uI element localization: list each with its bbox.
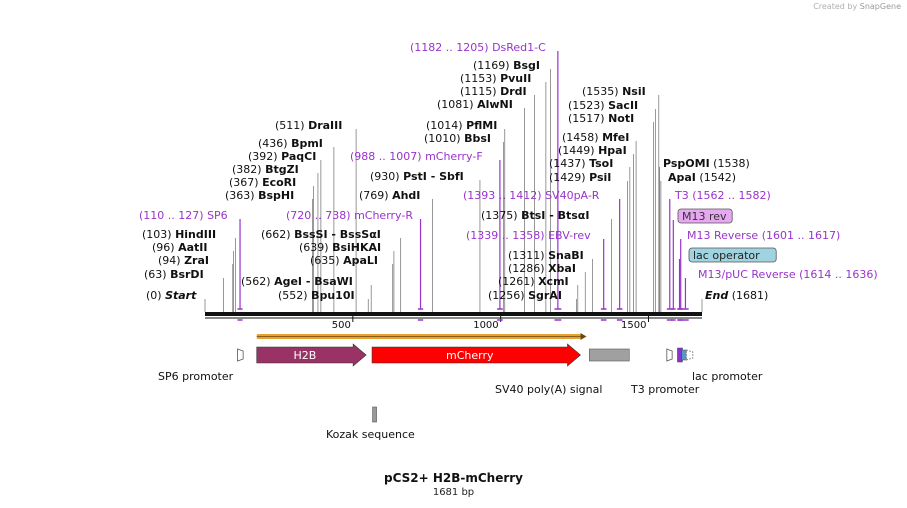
feature-mcherry: mCherry [371,343,581,367]
snapgene-credit: Created by SnapGene [813,2,901,11]
feature-caption-lac-promoter: lac promoter [692,370,763,383]
tick-label-1000: 1000 [473,320,498,331]
site-label-bsrdi: (63) BsrDI [144,268,204,281]
site-label-agei: (562) AgeI - BsaWI [241,275,353,288]
site-label-apali: (635) ApaLI [310,254,378,267]
site-label-drdi: (1115) DrdI [460,85,527,98]
plasmid-size: 1681 bp [432,487,475,498]
site-label-sgrai: (1256) SgrAI [488,289,562,302]
site-leader-lines [204,69,703,312]
orf-arrow-head [580,333,587,340]
site-label-pflmi: (1014) PflMI [426,119,497,132]
site-label-bsgi: (1169) BsgI [473,59,540,72]
site-label-bpu10i: (552) Bpu10I [278,289,355,302]
site-label-xcmi: (1261) XcmI [498,275,569,288]
end-label-start: (0) Start [146,289,197,302]
site-label-aatii: (96) AatII [152,241,207,254]
primer-label-sv40pa-r: (1393 .. 1412) SV40pA-R [463,189,600,202]
site-label-pspomi: PspOMI (1538) [663,157,750,170]
site-label-snabi: (1311) SnaBI [508,249,584,262]
primer-box-m13-rev: M13 rev [677,208,733,224]
site-label-zrai: (94) ZraI [158,254,209,267]
plasmid-name: pCS2+ H2B-mCherry [383,471,523,485]
site-label-draiii: (511) DraIII [275,119,342,132]
feature-h2b: H2B [256,343,367,367]
primer-box-bg-m13-rev [677,208,733,224]
site-label-ahdi: (769) AhdI [359,189,420,202]
site-label-noti: (1517) NotI [568,112,634,125]
site-label-tsoi: (1437) TsoI [549,157,613,170]
feature-arrow-mcherry [371,343,581,367]
site-label-hpai: (1449) HpaI [558,144,627,157]
snapgene-logo: SnapGene [859,2,901,11]
site-label-bbsi: (1010) BbsI [424,132,491,145]
site-label-bpmi: (436) BpmI [258,137,323,150]
feature-kozak-sequence [372,406,377,423]
site-labels: (63) BsrDI(94) ZraI(96) AatII(103) HindI… [139,41,878,302]
primer-label-sp6: (110 .. 127) SP6 [139,209,228,222]
feature-caption-t3-promoter: T3 promoter [630,383,700,396]
feature-caption-kozak-sequence: Kozak sequence [326,428,415,441]
feature-arrow-h2b [256,343,367,367]
lac-operator-mark-2 [681,349,687,361]
tick-label-500: 500 [332,320,351,331]
site-label-apai: ApaI (1542) [668,171,736,184]
site-label-bsihkai: (639) BsiHKAI [299,241,381,254]
site-label-mfei: (1458) MfeI [562,131,629,144]
primer-box-lac-operator: lac operator [688,247,777,263]
tick-label-1500: 1500 [621,320,646,331]
primer-label-m13-puc-reverse: M13/pUC Reverse (1614 .. 1636) [698,268,878,281]
site-label-nsii: (1535) NsiI [582,85,646,98]
site-label-ecori: (367) EcoRI [229,176,296,189]
feature-lac-promoter [685,349,694,361]
feature-caption-sv40-poly-a-signal: SV40 poly(A) signal [495,383,602,396]
primer-label-t3: T3 (1562 .. 1582) [674,189,771,202]
feature-label-h2b: H2B [294,349,317,362]
feature-promoter-t3-promoter [666,348,673,362]
feature-promoter-sp6-promoter [237,348,244,362]
backbone [205,312,702,316]
site-label-paqci: (392) PaqCI [248,150,316,163]
primer-label-lac-operator: lac operator [693,249,760,262]
end-label-end: End (1681) [705,289,768,302]
site-label-sacii: (1523) SacII [568,99,638,112]
feature-box-sv40-poly-a-signal [589,348,630,362]
primer-label-mcherry-f: (988 .. 1007) mCherry-F [350,150,483,163]
feature-label-mcherry: mCherry [446,349,494,362]
site-label-alwni: (1081) AlwNI [437,98,513,111]
site-label-btgzi: (382) BtgZI [232,163,299,176]
primer-label-mcherry-r: (720 .. 738) mCherry-R [286,209,413,222]
primer-box-bg-lac-operator [688,247,777,263]
feature-caption-sp6-promoter: SP6 promoter [158,370,234,383]
site-label-btsi: (1375) BtsI - BtsαI [481,209,589,222]
site-label-hindiii: (103) HindIII [142,228,216,241]
site-label-psii: (1429) PsiI [549,171,611,184]
site-label-bsssi: (662) BssSI - BssSαI [261,228,381,241]
credit-prefix: Created by [813,2,858,11]
site-label-xbai: (1286) XbaI [508,262,576,275]
primer-label-ebv-rev: (1339 .. 1358) EBV-rev [466,229,591,242]
site-label-psti: (930) PstI - SbfI [370,170,464,183]
primer-marks [237,51,689,321]
primer-label-dsred1-c: (1182 .. 1205) DsRed1-C [410,41,546,54]
primer-label-m13-rev: M13 rev [682,210,727,223]
primer-label-m13-reverse: M13 Reverse (1601 .. 1617) [687,229,840,242]
site-label-bsphi: (363) BspHI [225,189,294,202]
site-label-pvuii: (1153) PvuII [460,72,531,85]
